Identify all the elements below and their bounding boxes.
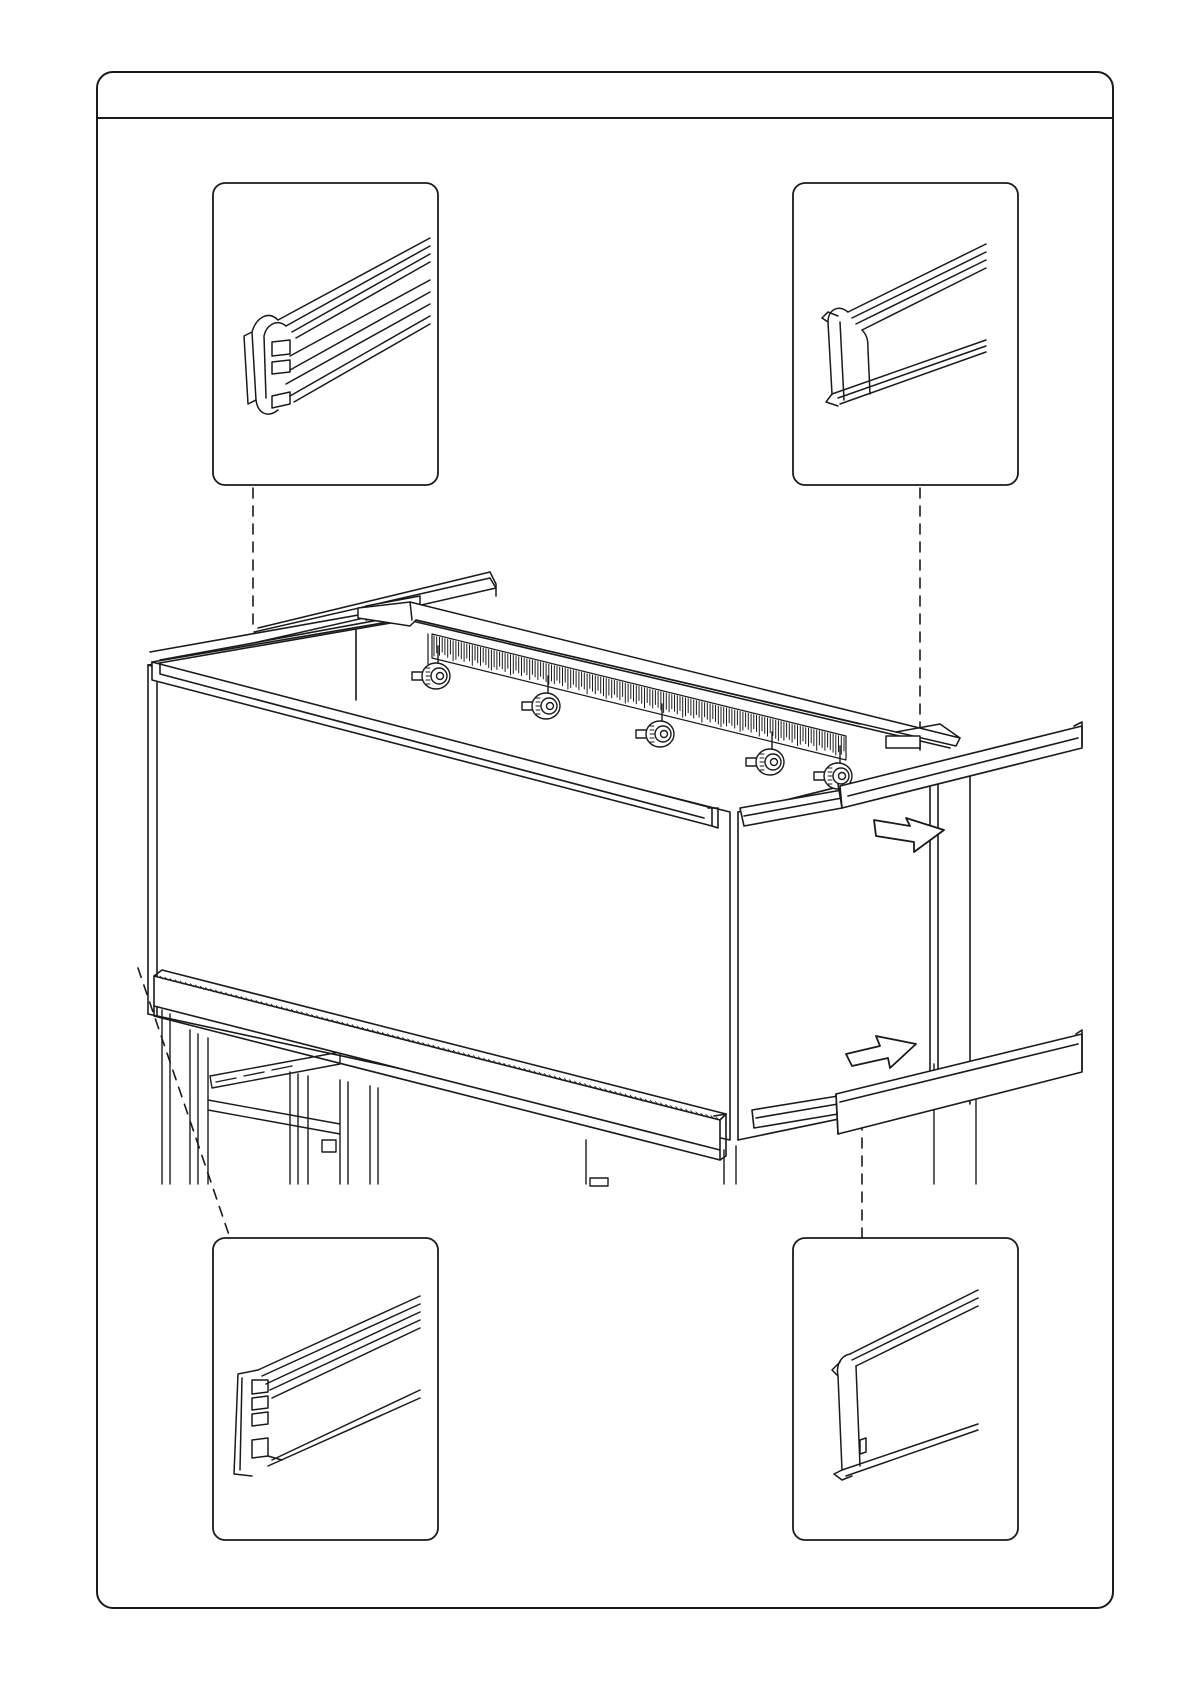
callout-frame [213,1238,438,1540]
leader-lines [138,488,920,1238]
callout-top-right [793,183,1018,485]
callout-frame [793,183,1018,485]
aquarium-assembly [148,572,1082,1186]
callout-bottom-left [213,1238,438,1540]
callout-top-left [213,183,438,485]
bottom-front-rail [154,970,726,1160]
arrow-right-upper-icon [874,818,944,852]
callout-bottom-right [793,1238,1018,1540]
callout-frame [793,1238,1018,1540]
arrow-right-lower-icon [846,1036,916,1068]
bottom-right-rail [752,1030,1082,1134]
